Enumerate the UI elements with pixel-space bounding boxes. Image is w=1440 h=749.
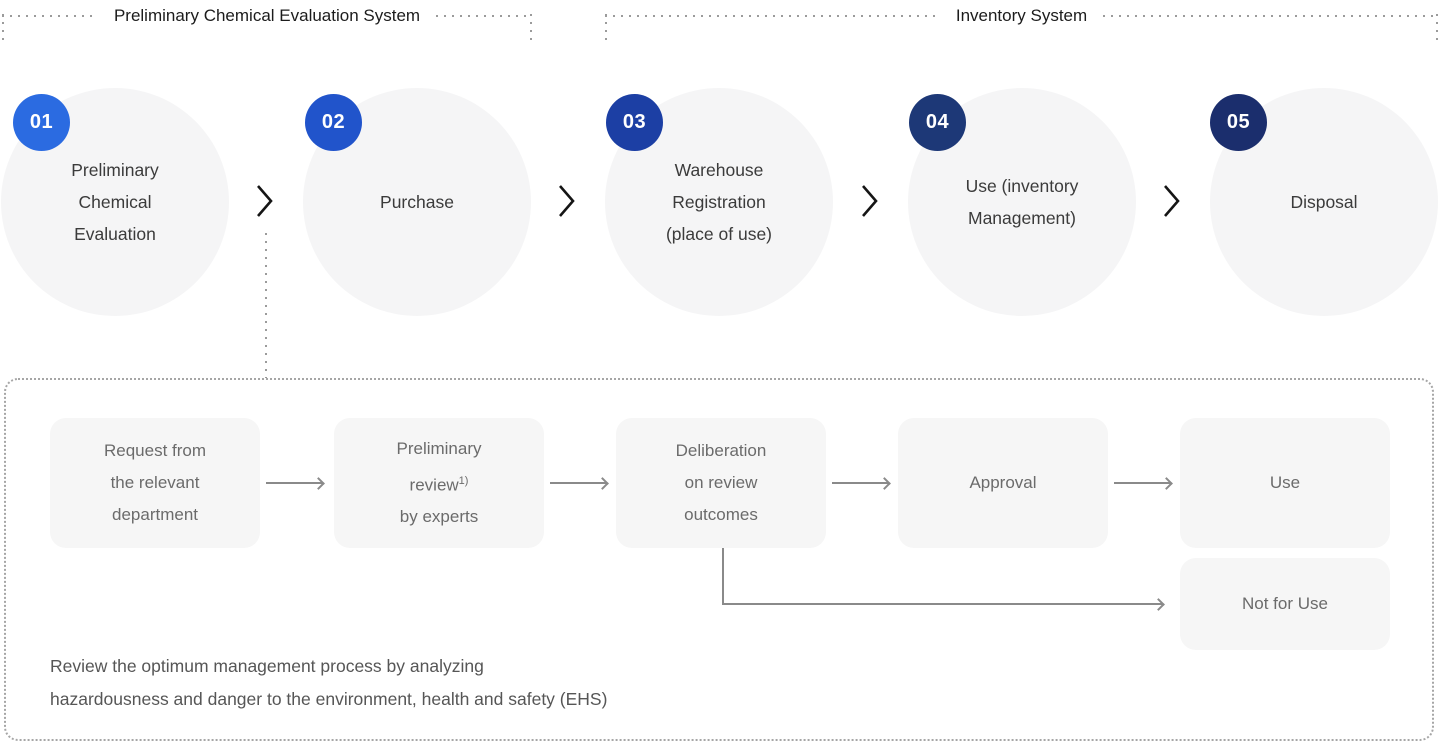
bracket-corner-tick <box>530 14 532 41</box>
bracket-corner-tick <box>605 14 607 41</box>
bracket-corner-tick <box>2 14 4 41</box>
system-label-inventory: Inventory System <box>955 6 1088 25</box>
flow-box-label-line: review1) <box>410 465 469 502</box>
step-number-badge: 01 <box>13 94 70 151</box>
reject-branch-arrow <box>722 603 1162 605</box>
chevron-right-icon <box>1163 184 1181 218</box>
flow-box-label-line: the relevant <box>110 473 200 492</box>
flow-box-label-line: review <box>409 475 459 495</box>
flow-box-label-line: Request from <box>103 441 207 460</box>
chevron-right-icon <box>558 184 576 218</box>
flow-arrow <box>550 482 606 484</box>
chevron-right-icon <box>861 184 879 218</box>
flow-arrow <box>266 482 322 484</box>
system-label-preliminary-evaluation: Preliminary Chemical Evaluation System <box>113 6 421 25</box>
flow-box-request: Request from the relevant department <box>50 418 260 548</box>
system-bracket-inventory: Inventory System <box>605 4 1439 41</box>
system-bracket-preliminary-evaluation: Preliminary Chemical Evaluation System <box>2 4 533 41</box>
bracket-line <box>1103 15 1439 17</box>
bracket-corner-tick <box>1436 14 1438 41</box>
step-number-badge: 03 <box>606 94 663 151</box>
step-label-line: Registration <box>672 192 766 212</box>
chevron-right-icon <box>256 184 274 218</box>
bracket-line <box>436 15 533 17</box>
review-process-panel <box>4 378 1434 741</box>
flow-box-not-for-use: Not for Use <box>1180 558 1390 650</box>
step-label-line: Use (inventory <box>965 176 1079 196</box>
footnote-line: hazardousness and danger to the environm… <box>50 689 608 709</box>
footnote-line: Review the optimum management process by… <box>50 656 484 676</box>
step-label-line: Management) <box>968 208 1076 228</box>
step-label-line: Evaluation <box>74 224 156 244</box>
step-number-badge: 04 <box>909 94 966 151</box>
step-label-line: (place of use) <box>665 224 773 244</box>
dotted-connector <box>265 233 267 378</box>
flow-arrow <box>832 482 888 484</box>
flow-box-label-line: by experts <box>399 507 479 527</box>
flow-box-approval: Approval <box>898 418 1108 548</box>
step-number-badge: 02 <box>305 94 362 151</box>
flow-box-label-line: Deliberation <box>675 441 767 460</box>
flow-box-label-line: Use <box>1269 473 1301 492</box>
flow-box-label-line: outcomes <box>684 505 758 524</box>
step-label-line: Disposal <box>1290 192 1358 212</box>
bracket-line <box>2 15 98 17</box>
flow-box-preliminary-review: Preliminary review1) by experts <box>334 418 544 548</box>
step-label-line: Preliminary <box>71 160 159 180</box>
flow-box-label-line: department <box>112 505 198 524</box>
step-circle-purchase: Purchase <box>303 88 531 316</box>
footnote-text: Review the optimum management process by… <box>50 650 607 716</box>
step-label-line: Chemical <box>78 192 152 212</box>
flow-box-use: Use <box>1180 418 1390 548</box>
step-label-line: Purchase <box>380 192 454 212</box>
flow-arrow <box>1114 482 1170 484</box>
step-label-line: Warehouse <box>674 160 764 180</box>
flow-box-label-line: Preliminary <box>396 438 482 458</box>
bracket-line <box>605 15 940 17</box>
reject-branch-line <box>722 548 724 605</box>
flow-box-label-line: Approval <box>969 473 1037 492</box>
footnote-marker: 1) <box>458 474 469 487</box>
flow-box-label-line: Not for Use <box>1242 594 1328 613</box>
flow-box-deliberation: Deliberation on review outcomes <box>616 418 826 548</box>
step-number-badge: 05 <box>1210 94 1267 151</box>
flow-box-label-line: on review <box>684 473 758 492</box>
